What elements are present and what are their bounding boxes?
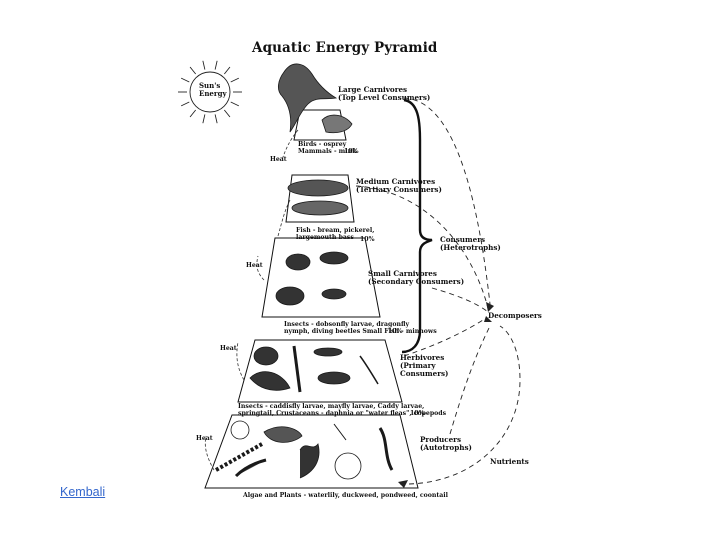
caption-tier-3: Insects - dobsonfly larvae, dragonfly ny… <box>284 321 437 335</box>
label-nutrients: Nutrients <box>490 457 529 466</box>
mink-sketch <box>321 114 353 134</box>
heat-label-1: Heat <box>270 156 287 163</box>
sun-ray <box>223 66 231 75</box>
label-decomposers: Decomposers <box>488 311 542 320</box>
sun-ray <box>223 109 231 118</box>
percent-tier-3: 10% <box>388 328 403 335</box>
sun-icon <box>178 60 242 124</box>
label-producers: Producers (Autotrophs) <box>420 435 472 453</box>
caption-tier-2: Fish - bream, pickerel, largemouth bass <box>296 227 375 241</box>
caption-tier-4: Insects - caddisfly larvae, mayfly larva… <box>238 403 447 417</box>
label-medium-carnivores: Medium Carnivores (Tertiary Consumers) <box>356 177 442 195</box>
label-consumers: Consumers (Heterotrophs) <box>440 235 501 253</box>
sun-ray <box>230 101 240 107</box>
heat-label-2: Heat <box>246 262 263 269</box>
back-link[interactable]: Kembali <box>60 485 106 499</box>
sun-ray <box>214 60 218 70</box>
organism-sketches <box>215 63 394 480</box>
label-herbivores: Herbivores (Primary Consumers) <box>400 353 449 379</box>
label-small-carnivores: Small Carnivores (Secondary Consumers) <box>368 269 465 287</box>
label-large-carnivores: Large Carnivores (Top Level Consumers) <box>338 85 431 103</box>
herbivore-sketches <box>249 345 379 393</box>
sun-ray <box>180 77 190 83</box>
producer-sketches <box>215 420 394 480</box>
diagram-title: Aquatic Energy Pyramid <box>252 40 438 56</box>
percent-tier-4: 10% <box>410 410 425 417</box>
fish-sketch-1 <box>287 179 349 197</box>
sun-ray <box>230 77 240 83</box>
heat-label-3: Heat <box>220 345 237 352</box>
heat-arrows <box>204 129 299 471</box>
arrowheads <box>398 302 494 488</box>
decomposer-arrows <box>355 97 521 485</box>
sun-ray <box>202 60 206 70</box>
sun-ray <box>180 101 190 107</box>
consumers-brace <box>401 98 433 354</box>
osprey-sketch <box>278 63 338 133</box>
percent-tier-2: 10% <box>360 236 375 243</box>
caption-tier-1: Birds - osprey Mammals - mink <box>298 141 357 155</box>
insect-sketches <box>275 251 349 306</box>
sun-ray <box>189 66 197 75</box>
sun-ray <box>189 109 197 118</box>
heat-label-4: Heat <box>196 435 213 442</box>
percent-tier-1: 10% <box>344 148 359 155</box>
sun-label: Sun's Energy <box>199 81 227 99</box>
caption-tier-5: Algae and Plants - waterlily, duckweed, … <box>243 492 448 499</box>
tier-small-carnivores <box>261 237 381 318</box>
fish-sketch-2 <box>291 200 349 216</box>
sun-ray <box>214 114 218 124</box>
sun-ray <box>202 114 206 124</box>
